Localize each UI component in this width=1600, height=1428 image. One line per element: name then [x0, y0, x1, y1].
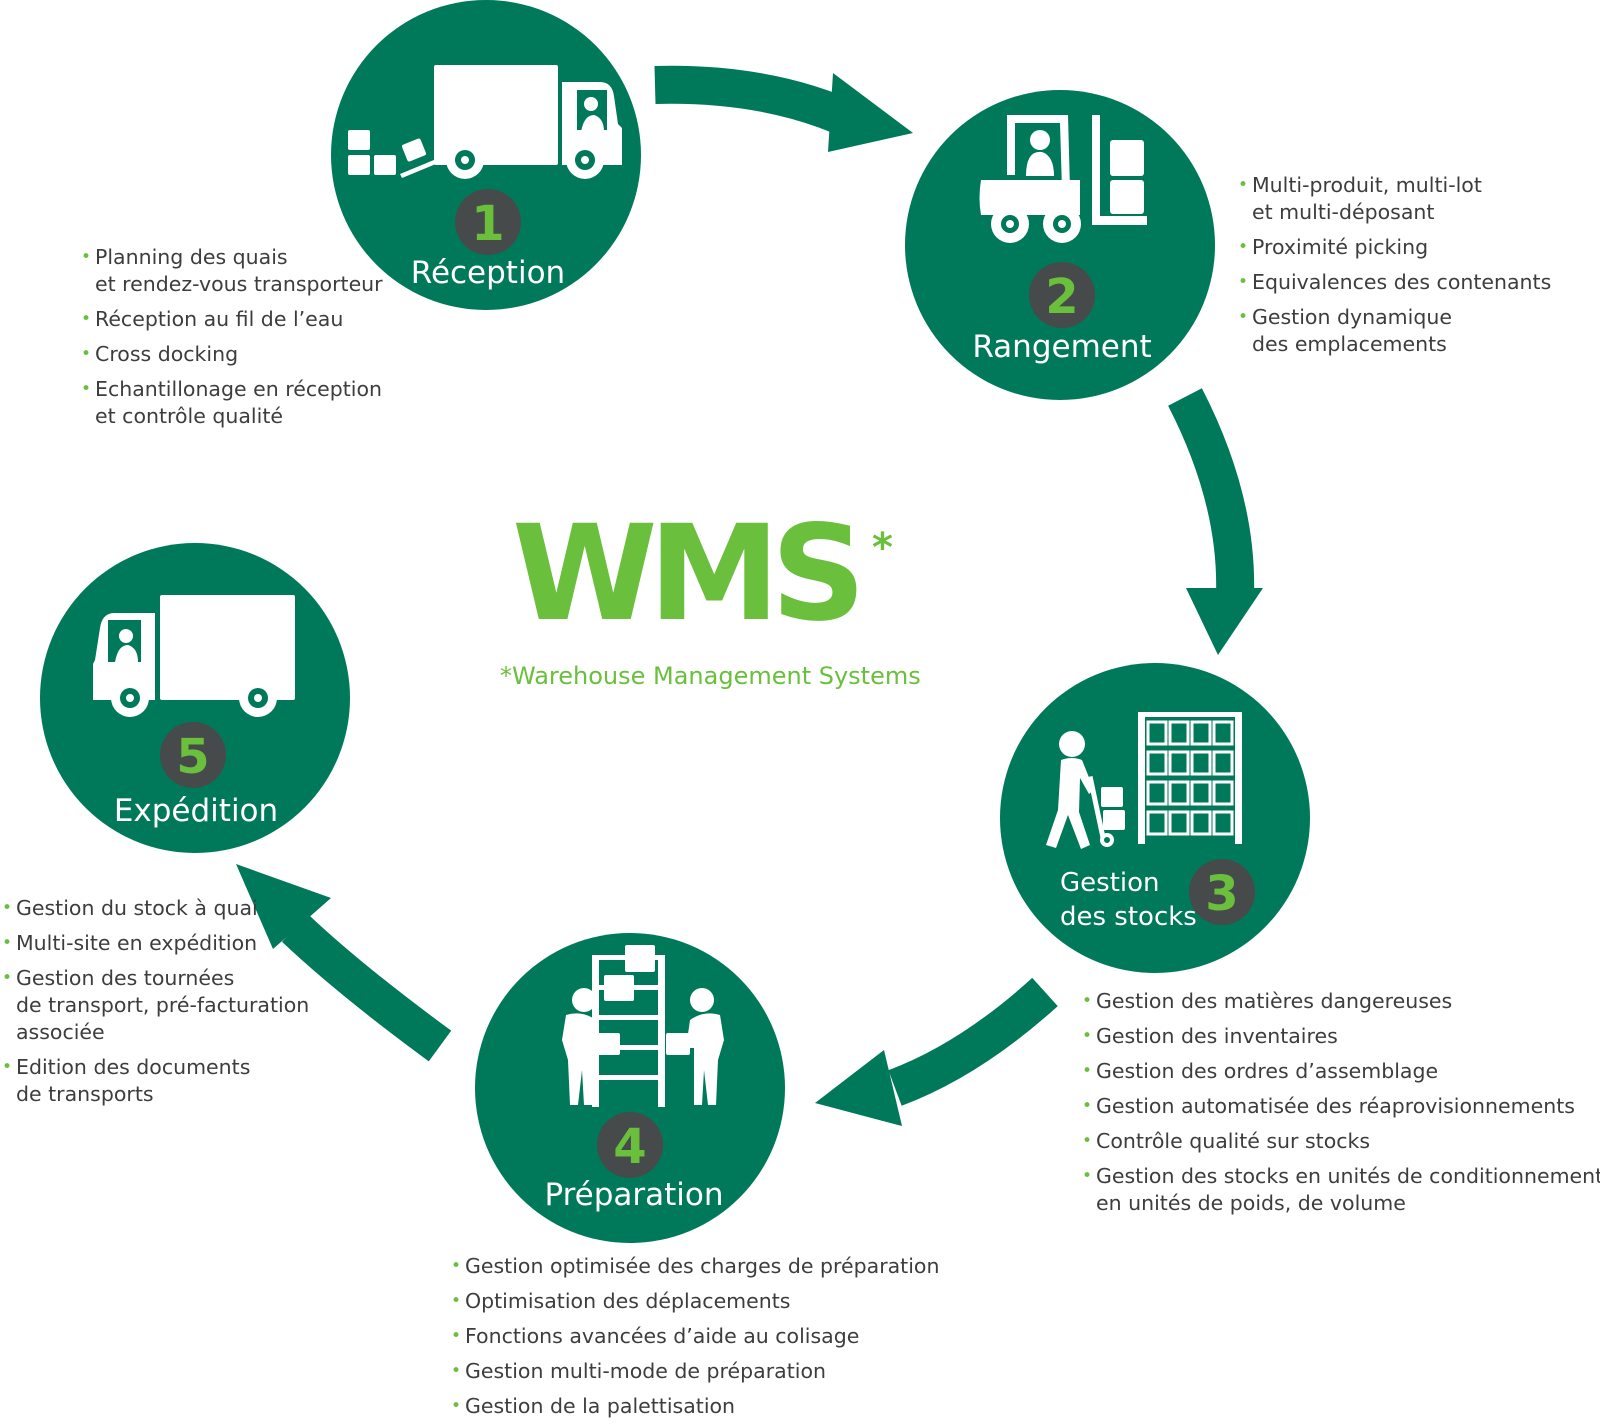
list-item: Edition des documents de transports [2, 1054, 309, 1108]
delivery-truck-unloading-icon [348, 65, 622, 179]
shelf-cell [1190, 780, 1212, 806]
list-item: Gestion dynamique des emplacements [1238, 304, 1551, 358]
shelf-cell [1168, 780, 1190, 806]
stage-2-rangement: 2 Rangement [905, 90, 1215, 400]
list-item: Contrôle qualité sur stocks [1082, 1128, 1600, 1155]
stage-number: 2 [1045, 269, 1078, 325]
list-item: Equivalences des contenants [1238, 269, 1551, 296]
stage-number-badge [1189, 859, 1255, 925]
stage-number: 3 [1205, 866, 1238, 922]
shelf-cell [1212, 720, 1234, 746]
list-item: Gestion des ordres d’assemblage [1082, 1058, 1600, 1085]
shelf-cell [1146, 720, 1168, 746]
list-item: Multi-produit, multi-lot et multi-déposa… [1238, 172, 1551, 226]
shelf-cell [1190, 810, 1212, 836]
list-item: Fonctions avancées d’aide au colisage [451, 1323, 939, 1350]
reception-feature-list: Planning des quais et rendez-vous transp… [81, 244, 383, 438]
stage-number: 4 [613, 1119, 646, 1175]
list-item: Gestion multi-mode de préparation [451, 1358, 939, 1385]
list-item: Echantillonage en réception et contrôle … [81, 376, 383, 430]
stage-number: 5 [176, 729, 209, 785]
list-item: Multi-site en expédition [2, 930, 309, 957]
stage-4-preparation: 4 Préparation [475, 933, 785, 1243]
stage-number: 1 [471, 196, 504, 252]
forklift-icon [979, 115, 1147, 243]
preparation-feature-list: Gestion optimisée des charges de prépara… [451, 1253, 939, 1428]
gestion-stocks-feature-list: Gestion des matières dangereuses Gestion… [1082, 988, 1600, 1225]
list-item: Gestion des inventaires [1082, 1023, 1600, 1050]
stage-5-expedition: 5 Expédition [40, 543, 350, 853]
expedition-feature-list: Gestion du stock à quai Multi-site en ex… [2, 895, 309, 1116]
list-item: Gestion du stock à quai [2, 895, 309, 922]
shelf-cell [1146, 780, 1168, 806]
shelf-cell [1168, 750, 1190, 776]
list-item: Gestion des matières dangereuses [1082, 988, 1600, 1015]
wms-logo-asterisk: * [872, 525, 893, 571]
list-item: Planning des quais et rendez-vous transp… [81, 244, 383, 298]
list-item: Cross docking [81, 341, 383, 368]
stage-1-reception: 1 Réception [331, 0, 641, 310]
shelf-cell [1146, 750, 1168, 776]
stage-number-badge [160, 722, 226, 788]
list-item: Gestion de la palettisation [451, 1393, 939, 1420]
stage-number-badge [597, 1112, 663, 1178]
shipping-truck-icon [93, 595, 295, 717]
stage-title-line-1: Gestion [1060, 868, 1160, 898]
rangement-feature-list: Multi-produit, multi-lot et multi-déposa… [1238, 172, 1551, 366]
stage-3-gestion-des-stocks: Gestion des stocks 3 [1000, 663, 1310, 973]
list-item: Gestion des stocks en unités de conditio… [1082, 1163, 1600, 1217]
workers-picking-shelves-icon [562, 945, 724, 1107]
stage-title: Rangement [972, 329, 1151, 365]
stage-title-line-2: des stocks [1060, 902, 1197, 932]
list-item: Proximité picking [1238, 234, 1551, 261]
list-item: Gestion des tournées de transport, pré-f… [2, 965, 309, 1046]
stage-title: Réception [411, 255, 565, 291]
stage-number-badge [1029, 262, 1095, 328]
wms-logo-title: WMS [512, 497, 866, 651]
arrow-rangement-to-stocks [1168, 388, 1263, 655]
list-item: Réception au fil de l’eau [81, 306, 383, 333]
shelf-cell [1212, 750, 1234, 776]
shelf-cell [1212, 780, 1234, 806]
list-item: Gestion automatisée des réaprovisionneme… [1082, 1093, 1600, 1120]
shelf-cell [1212, 810, 1234, 836]
stage-title: Préparation [544, 1177, 723, 1213]
stage-number-badge [455, 189, 521, 255]
list-item: Gestion optimisée des charges de prépara… [451, 1253, 939, 1280]
wms-logo-subtitle: *Warehouse Management Systems [500, 662, 921, 690]
worker-hand-truck-shelves-icon [1046, 712, 1242, 849]
shelf-cell [1168, 720, 1190, 746]
arrow-reception-to-rangement [654, 65, 913, 152]
stage-title: Expédition [114, 793, 278, 829]
shelf-cell [1168, 810, 1190, 836]
arrow-stocks-to-preparation [815, 977, 1058, 1126]
list-item: Optimisation des déplacements [451, 1288, 939, 1315]
shelf-cell [1146, 810, 1168, 836]
shelf-cell [1190, 750, 1212, 776]
shelf-cell [1190, 720, 1212, 746]
